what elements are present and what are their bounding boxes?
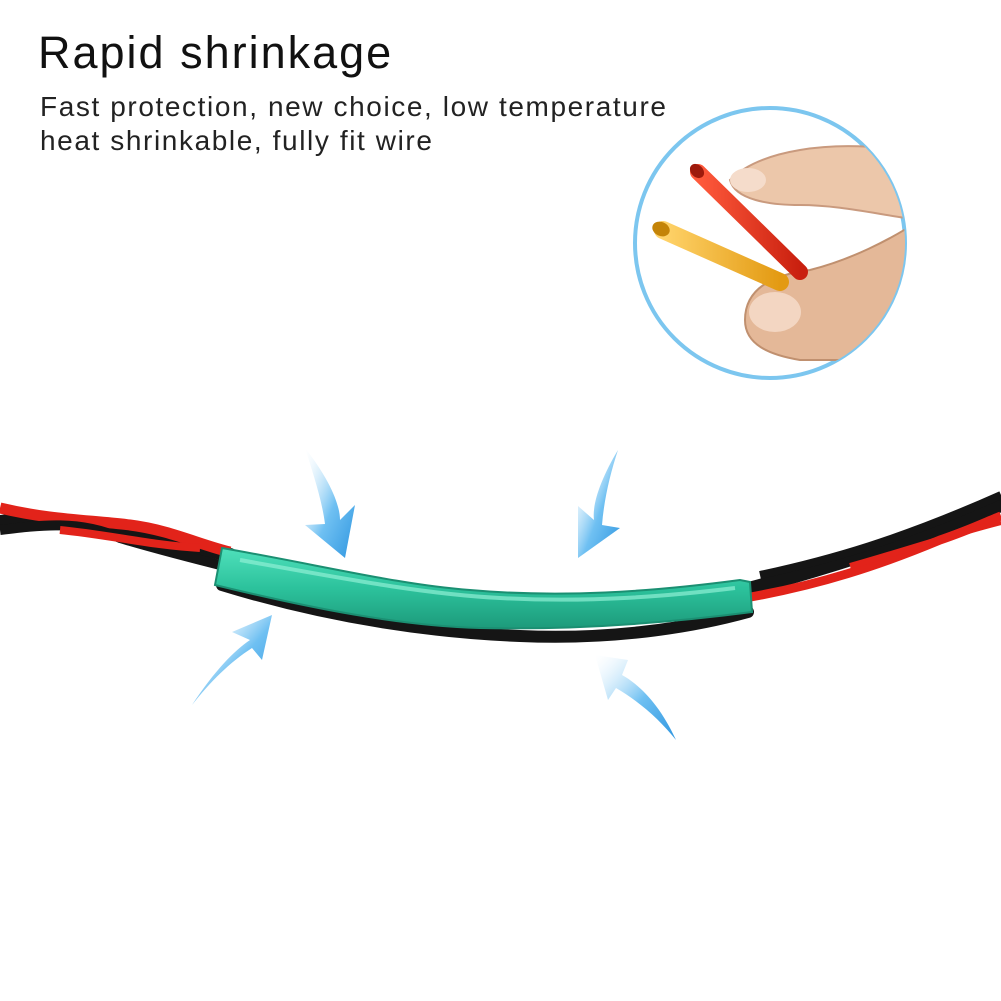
inset-circle: [633, 106, 907, 380]
subheadline-line-2: heat shrinkable, fully fit wire: [40, 125, 434, 156]
subheadline: Fast protection, new choice, low tempera…: [40, 90, 740, 158]
arrow-icon: [595, 655, 676, 740]
subheadline-line-1: Fast protection, new choice, low tempera…: [40, 91, 668, 122]
twisted-wire: [0, 491, 1001, 643]
arrow-icon: [578, 450, 620, 558]
finger-upper: [728, 145, 905, 222]
arrow-icon: [192, 615, 272, 705]
arrow-icon: [305, 448, 355, 558]
red-tube: [689, 163, 808, 280]
yellow-tube: [652, 221, 789, 291]
headline: Rapid shrinkage: [38, 27, 394, 78]
shrink-sleeve: [213, 546, 754, 630]
